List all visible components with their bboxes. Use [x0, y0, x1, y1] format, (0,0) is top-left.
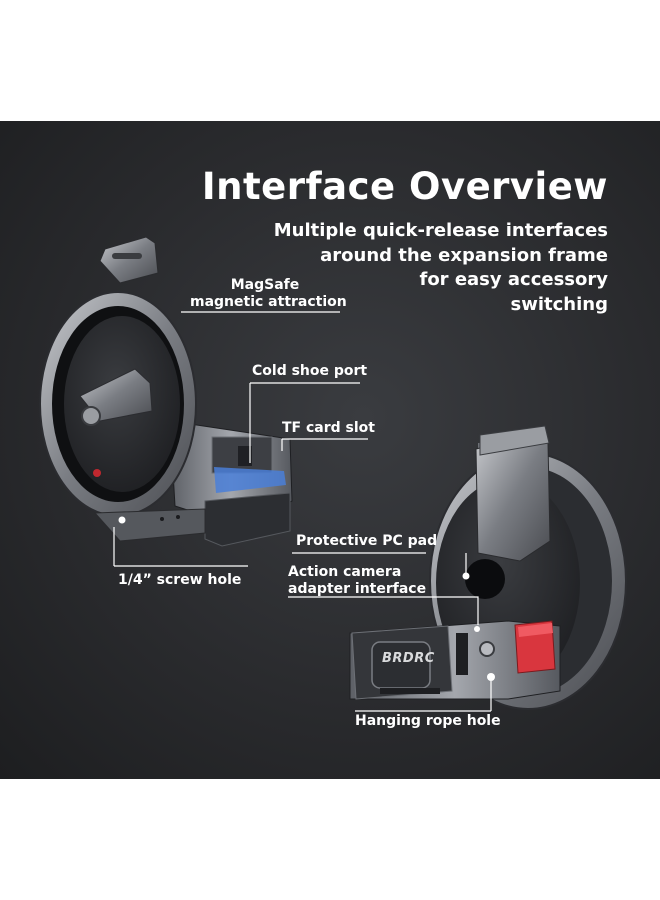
subtitle-line: Multiple quick-release interfaces [273, 220, 608, 241]
label-action-line2: adapter interface [288, 581, 427, 597]
subtitle-line: switching [510, 293, 608, 315]
right-device [349, 425, 627, 710]
brand-logo: BRDRC [382, 651, 435, 666]
label-cold-shoe: Cold shoe port [252, 363, 368, 379]
label-rope-hole: Hanging rope hole [355, 713, 501, 729]
product-panel: Interface Overview Multiple quick-releas… [0, 121, 660, 779]
label-magsafe-line1: MagSafe [230, 277, 300, 293]
product-illustration [39, 236, 627, 712]
subtitle-line: around the expansion frame [320, 244, 608, 266]
subtitle-line: for easy accessory [419, 269, 608, 290]
label-magsafe-line2: magnetic attraction [190, 294, 347, 310]
page-title: Interface Overview [201, 165, 608, 208]
label-magsafe: MagSafe magnetic attraction [190, 277, 347, 311]
callout-lines [113, 311, 492, 712]
label-action-line1: Action camera [288, 564, 402, 580]
subtitle: Multiple quick-release interfaces around… [274, 219, 608, 317]
label-tf-card: TF card slot [282, 420, 375, 436]
left-device [39, 236, 293, 547]
label-action-camera: Action camera adapter interface [288, 564, 426, 598]
label-pc-pad: Protective PC pad [296, 533, 438, 549]
label-screw-hole: 1/4” screw hole [118, 572, 242, 588]
